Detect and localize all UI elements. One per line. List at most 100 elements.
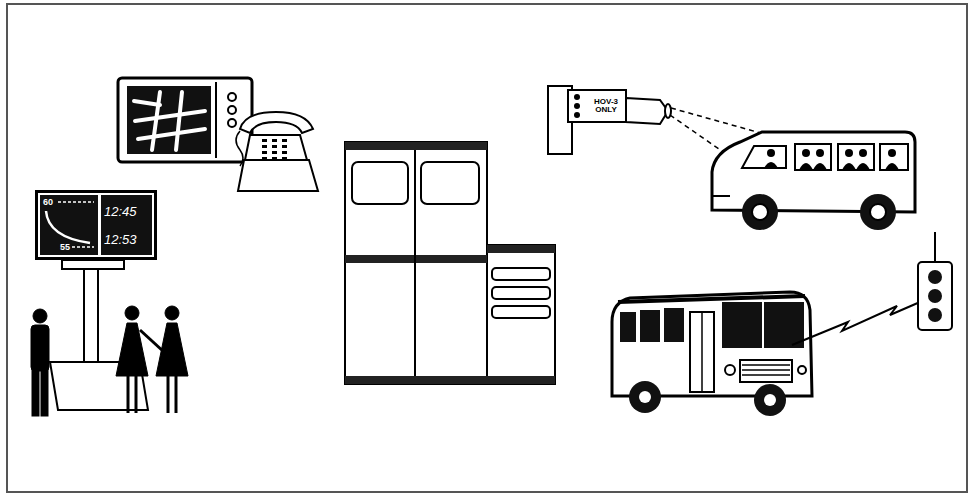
people-part [175, 375, 178, 413]
map-monitor-part [215, 82, 217, 158]
van-part-part [802, 149, 810, 157]
display-text: 55 [60, 243, 80, 252]
map-monitor-part [228, 106, 236, 114]
van-part [838, 144, 874, 170]
people-part [33, 309, 47, 323]
bus-part [629, 381, 661, 413]
people-part [32, 368, 39, 416]
telephone-part [236, 131, 243, 166]
bus-part [639, 391, 651, 403]
hov-camera-part [626, 98, 668, 124]
van-part-part [842, 163, 856, 170]
map-monitor-part-part [152, 92, 160, 150]
central-computer-part [345, 376, 555, 384]
van-part-part [845, 149, 853, 157]
telephone-part-part [272, 157, 277, 160]
hov-camera-part [574, 94, 580, 100]
van-part [742, 146, 786, 168]
telephone-part-part [272, 151, 277, 154]
telephone-part-part [262, 151, 267, 154]
bus-part [612, 292, 812, 396]
display-text: HOV-3 ONLY [589, 98, 623, 114]
map-monitor-part [134, 92, 205, 150]
traffic-signal-part [928, 289, 942, 303]
central-computer-part [414, 150, 416, 376]
telephone [236, 112, 318, 191]
van-part-part [885, 163, 899, 170]
bus-part-part [742, 374, 790, 376]
telephone-part [238, 160, 318, 191]
people-part [135, 375, 138, 413]
bus-part [618, 296, 805, 302]
telephone-part-part [262, 145, 267, 148]
speed-marks [58, 202, 94, 247]
hov-camera-part [574, 103, 580, 109]
van-part [752, 204, 768, 220]
bus-part [664, 308, 684, 342]
bus-part [722, 302, 804, 348]
telephone-part-part [262, 157, 267, 160]
central-computer-part [345, 142, 487, 384]
van-part-part [813, 163, 827, 170]
bus-part [640, 310, 660, 342]
people-part [165, 306, 179, 320]
bus-part [764, 394, 776, 406]
hov-sign: HOV-3 ONLY [587, 91, 625, 121]
van-part [712, 195, 730, 197]
map-monitor-part-part [138, 129, 205, 139]
central-computer-part [492, 306, 550, 318]
telephone-part-part [282, 151, 287, 154]
telephone-part-part [282, 145, 287, 148]
van-part-part [859, 149, 867, 157]
traffic-signal-part [934, 232, 936, 262]
speed-panel [40, 195, 98, 255]
van-part [764, 149, 899, 170]
people-part [125, 306, 139, 320]
bus-part [725, 365, 735, 375]
map-monitor-part [118, 78, 252, 162]
info-kiosk-part [62, 260, 124, 269]
frame [7, 4, 967, 492]
bus-part-part [742, 369, 790, 371]
people-part [167, 375, 170, 413]
display-board: 605512:4512:53 [35, 190, 157, 260]
people [31, 306, 188, 416]
map-monitor-part [127, 86, 211, 154]
van-part-part [816, 149, 824, 157]
van-part-part [764, 162, 778, 168]
map-monitor-part-part [176, 92, 182, 150]
bus-part [742, 365, 790, 375]
bus [612, 292, 812, 416]
van-part-part [888, 149, 896, 157]
bus-part [798, 366, 806, 374]
central-computer-part [352, 162, 408, 204]
telephone-part [245, 135, 307, 160]
telephone-part [240, 112, 313, 133]
time-panel [101, 195, 152, 255]
telephone-part-part [282, 157, 287, 160]
van-part [860, 194, 896, 230]
van-part-part [799, 163, 813, 170]
people-part [31, 325, 49, 371]
telephone-part-part [272, 139, 277, 142]
van-part [870, 204, 886, 220]
van-part [795, 144, 831, 170]
display-text: 12:45 [104, 205, 154, 218]
people-part [140, 330, 164, 352]
bus-part [690, 312, 714, 392]
central-computer-part [492, 268, 550, 280]
bus-part [762, 302, 764, 348]
central-computer [345, 142, 555, 384]
people-part [41, 368, 48, 416]
speed-curve [46, 211, 90, 243]
display-panels [38, 193, 154, 257]
bus-part [701, 312, 703, 392]
traffic-signal [918, 232, 952, 330]
van [712, 132, 915, 230]
people-part [127, 375, 130, 413]
telephone-part-part [262, 139, 267, 142]
telephone-part-part [282, 139, 287, 142]
info-kiosk [50, 260, 148, 410]
bus-part [740, 360, 792, 382]
